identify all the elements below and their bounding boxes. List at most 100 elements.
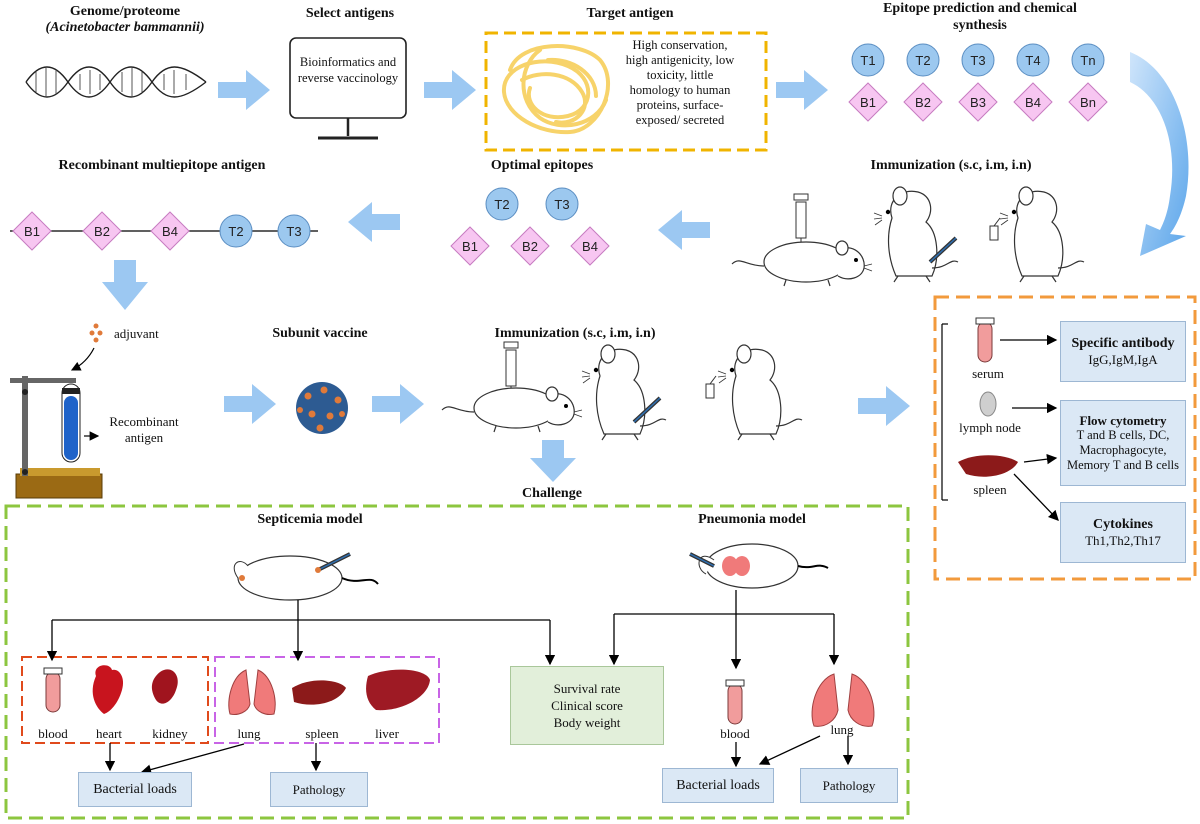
survival-line-1: Survival rate [553, 681, 621, 696]
epitope-t4-label: T4 [1025, 53, 1040, 68]
chain-b2-label: B2 [94, 224, 110, 239]
recombinant-chain-group: B1 B2 B4 T2 T3 [12, 211, 311, 251]
pathology-box-sep: Pathology [270, 772, 368, 807]
antibody-detail: IgG,IgM,IgA [1088, 351, 1158, 367]
epitope-b2-label: B2 [915, 95, 931, 110]
recombinant-antigen-label: Recombinant antigen [109, 414, 179, 445]
epitope-t2-label: T2 [915, 53, 930, 68]
septicemia-mouse-icon [233, 552, 379, 601]
epitope-t3-circle [961, 43, 995, 77]
select-antigens-title: Select antigens [305, 6, 395, 21]
epitope-b4-diamond [1013, 82, 1053, 122]
chain-t2-circle [219, 214, 253, 248]
pn-lung-label: lung [830, 722, 854, 737]
optimal-b4-label: B4 [582, 239, 598, 254]
survival-box: Survival rate Clinical score Body weight [510, 666, 664, 745]
cytokines-detail: Th1,Th2,Th17 [1085, 532, 1161, 548]
pn-blood-label: blood [720, 726, 750, 741]
target-antigen-title: Target antigen [586, 6, 674, 21]
readout-frame [933, 295, 1197, 581]
organ-label-kidney: kidney [152, 726, 188, 741]
mouse-sitting-icon [873, 186, 959, 283]
chain-b4-label: B4 [162, 224, 178, 239]
specific-antibody-box: Specific antibody IgG,IgM,IgA [1060, 321, 1186, 382]
curved-flow-arrow [1130, 52, 1189, 256]
epitope-t1-circle [851, 43, 885, 77]
organ-label-liver: liver [375, 726, 399, 741]
chain-b2-diamond [82, 211, 122, 251]
chain-b1-diamond [12, 211, 52, 251]
nasal-spray-icon [989, 217, 1001, 241]
optimal-b4-diamond [570, 226, 610, 266]
genome-title: Genome/proteome (Acinetobacter bammannii… [45, 4, 205, 35]
optimal-b2-diamond [510, 226, 550, 266]
flow-arrows [102, 70, 910, 482]
monitor-text: Bioinformatics and reverse vaccinology [297, 55, 399, 85]
chain-b4-diamond [150, 211, 190, 251]
challenge-title: Challenge [522, 486, 582, 501]
pneumonia-mouse-icon [689, 543, 829, 589]
epitope-bn-diamond [1068, 82, 1108, 122]
subunit-vaccine-icon [296, 382, 348, 434]
blood-tube-icon [43, 667, 63, 713]
lymph-node-label: lymph node [959, 420, 1021, 435]
organ-label-blood: blood [38, 726, 68, 741]
adjuvant-label: adjuvant [114, 326, 159, 341]
flow-detail: T and B cells, DC, Macrophagocyte, Memor… [1066, 428, 1180, 472]
bacterial-loads-box-pn: Bacterial loads [662, 768, 774, 803]
chain-t3-label: T3 [286, 224, 301, 239]
lung-spleen-liver-frame [214, 656, 440, 744]
epitope-t3-label: T3 [970, 53, 985, 68]
epitope-b1-label: B1 [860, 95, 876, 110]
lung-icon [228, 669, 276, 715]
protein-coil-icon [501, 44, 611, 135]
subunit-vaccine-title: Subunit vaccine [272, 326, 368, 341]
antibody-title: Specific antibody [1071, 335, 1175, 351]
dna-icon [25, 66, 207, 98]
syringe-icon [928, 236, 958, 264]
epitope-b1-diamond [848, 82, 888, 122]
optimal-t2-label: T2 [494, 197, 509, 212]
organ-label-lung: lung [237, 726, 261, 741]
adjuvant-arrow [70, 347, 95, 371]
immunization-title-2: Immunization (s.c, i.m, i.n) [870, 158, 1032, 173]
mouse-lying-icon [441, 386, 583, 433]
epitope-b2-diamond [903, 82, 943, 122]
optimal-b2-label: B2 [522, 239, 538, 254]
spleen-label: spleen [973, 482, 1007, 497]
mouse-lying-icon [731, 240, 873, 287]
immunization-title-3: Immunization (s.c, i.m, i.n) [494, 326, 656, 341]
blood-tube-icon [725, 679, 745, 725]
chain-t2-label: T2 [228, 224, 243, 239]
mouse-sitting-icon [717, 344, 803, 441]
chain-b1-label: B1 [24, 224, 40, 239]
lab-stand-icon [10, 376, 103, 499]
challenge-frame [4, 504, 910, 820]
epitope-prediction-title: Epitope prediction and chemical synthesi… [883, 1, 1077, 33]
epitope-bn-label: Bn [1080, 95, 1096, 110]
epitope-tn-circle [1071, 43, 1105, 77]
epitope-b3-label: B3 [970, 95, 986, 110]
mouse-sitting-icon [581, 344, 667, 441]
cytokines-box: Cytokines Th1,Th2,Th17 [1060, 502, 1186, 563]
lung-icon [811, 673, 875, 727]
cytokines-title: Cytokines [1093, 516, 1153, 532]
adjuvant-dots-icon [89, 323, 103, 343]
syringe-icon [632, 396, 662, 424]
epitope-t2-circle [906, 43, 940, 77]
pneumonia-model-title: Pneumonia model [698, 512, 806, 527]
optimal-b1-diamond [450, 226, 490, 266]
lymph-node-icon [979, 391, 997, 417]
survival-line-3: Body weight [553, 715, 621, 730]
bacterial-loads-box-sep: Bacterial loads [78, 772, 192, 807]
optimal-t2-circle [485, 187, 519, 221]
optimal-t3-label: T3 [554, 197, 569, 212]
epitope-b3-diamond [958, 82, 998, 122]
spleen-icon [958, 455, 1018, 477]
flow-title: Flow cytometry [1079, 413, 1167, 428]
serum-label: serum [972, 366, 1004, 381]
organ-label-spleen: spleen [305, 726, 339, 741]
blood-heart-kidney-frame [21, 656, 209, 744]
flow-cytometry-box: Flow cytometry T and B cells, DC, Macrop… [1060, 400, 1186, 486]
